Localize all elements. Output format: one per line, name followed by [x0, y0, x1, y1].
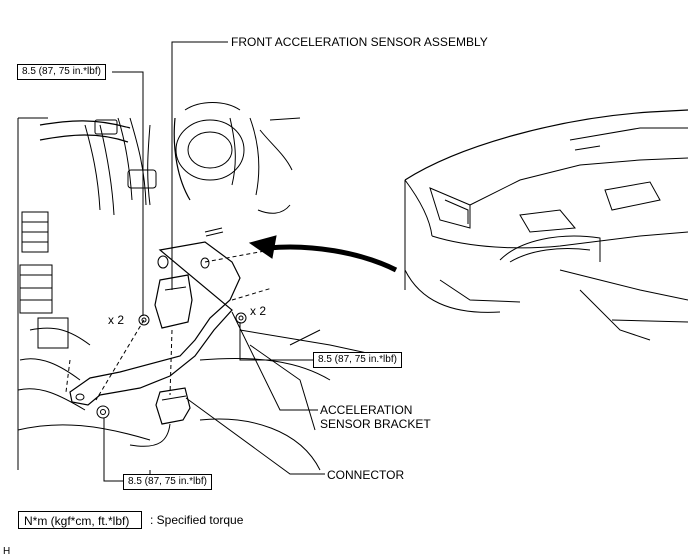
torque-spec-top-left: 8.5 (87, 75 in.*lbf)	[17, 64, 106, 80]
acceleration-sensor-bracket-label-line1: ACCELERATION	[320, 403, 413, 417]
legend-description: : Specified torque	[150, 513, 244, 527]
front-acceleration-sensor-assembly-label: FRONT ACCELERATION SENSOR ASSEMBLY	[231, 35, 488, 49]
connector-label: CONNECTOR	[327, 468, 405, 482]
corner-mark: H	[3, 546, 11, 557]
torque-spec-right: 8.5 (87, 75 in.*lbf)	[313, 352, 402, 368]
torque-spec-bottom: 8.5 (87, 75 in.*lbf)	[123, 474, 212, 490]
bolt-count-right: x 2	[250, 304, 267, 318]
direction-arrow	[248, 235, 398, 273]
legend-unit-box: N*m (kgf*cm, ft.*lbf)	[18, 511, 142, 529]
acceleration-sensor-bracket-label-line2: SENSOR BRACKET	[320, 417, 431, 431]
vehicle-overview-drawing	[404, 109, 688, 341]
engine-compartment-drawing	[17, 102, 391, 480]
bolt-count-left: x 2	[108, 313, 125, 327]
leader-lines	[103, 41, 325, 482]
